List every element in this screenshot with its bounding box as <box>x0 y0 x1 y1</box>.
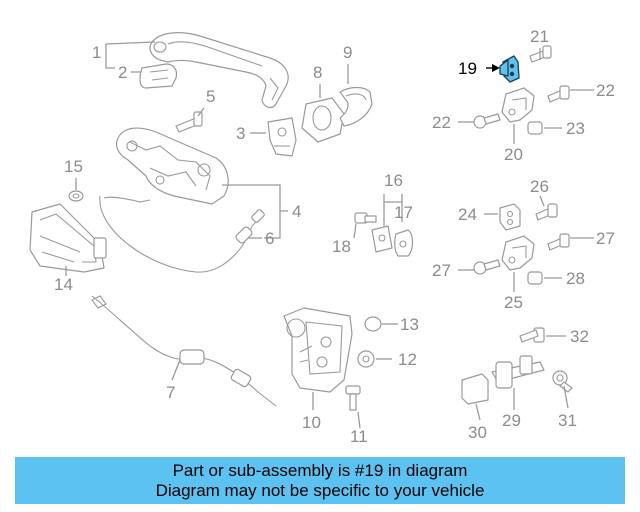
callout-30: 30 <box>468 423 487 442</box>
callout-28: 28 <box>566 269 585 288</box>
callout-22-right: 22 <box>596 81 615 100</box>
callout-15: 15 <box>64 157 83 176</box>
part-25-hinge <box>501 235 535 271</box>
callout-6: 6 <box>265 229 274 248</box>
parts-diagram: 1 2 3 4 5 6 7 8 9 10 11 12 13 14 15 16 1… <box>29 27 615 446</box>
callout-17: 17 <box>394 203 413 222</box>
callout-19-arrow <box>492 64 500 72</box>
callout-22-left: 22 <box>432 113 451 132</box>
leader-lines <box>65 41 594 429</box>
callout-32: 32 <box>570 327 589 346</box>
part-19-hinge-bracket <box>499 55 520 83</box>
part-32-bolt <box>519 327 545 343</box>
callout-26: 26 <box>530 177 549 196</box>
callout-20: 20 <box>504 145 523 164</box>
callout-29: 29 <box>502 411 521 430</box>
part-10-latch <box>283 307 353 393</box>
callout-10: 10 <box>302 413 321 432</box>
callout-23: 23 <box>566 119 585 138</box>
callout-14: 14 <box>54 275 73 294</box>
part-9-cover <box>339 86 373 127</box>
part-8-cap <box>301 97 345 143</box>
part-12-nut <box>357 350 375 368</box>
part-5-screw <box>175 111 203 133</box>
part-31-bolt <box>552 370 573 393</box>
part-29-check-strap <box>491 355 545 389</box>
part-23-bushing <box>527 121 543 135</box>
info-banner: Part or sub-assembly is #19 in diagram D… <box>15 457 625 504</box>
callout-4: 4 <box>292 202 301 221</box>
callout-1: 1 <box>92 43 101 62</box>
callout-19: 19 <box>458 59 477 78</box>
part-30-pad <box>461 373 489 405</box>
callout-31: 31 <box>558 411 577 430</box>
part-28-bushing <box>527 271 543 285</box>
callout-24: 24 <box>458 205 477 224</box>
callout-21: 21 <box>530 27 549 46</box>
part-22-bolt-right <box>547 85 570 103</box>
part-26-bolt <box>535 203 558 221</box>
callout-11: 11 <box>350 427 368 446</box>
callout-27-right: 27 <box>596 229 615 248</box>
callout-3: 3 <box>236 124 245 143</box>
part-7-cable <box>91 295 277 407</box>
callout-9: 9 <box>343 43 352 62</box>
callout-25: 25 <box>504 293 523 312</box>
callout-16: 16 <box>384 171 403 190</box>
callout-2: 2 <box>118 63 127 82</box>
callout-7: 7 <box>166 383 175 402</box>
callout-27-left: 27 <box>432 261 451 280</box>
part-4-handle-frame <box>115 127 229 205</box>
part-3-bracket <box>267 117 297 157</box>
part-2-handle-pad <box>139 63 178 89</box>
part-18-screw <box>354 212 377 224</box>
callout-18: 18 <box>332 237 351 256</box>
part-15-grommet <box>68 190 84 202</box>
part-13-grommet <box>364 316 382 332</box>
callout-labels: 1 2 3 4 5 6 7 8 9 10 11 12 13 14 15 16 1… <box>54 27 615 446</box>
part-27-bolt-right <box>547 233 570 251</box>
callout-8: 8 <box>313 63 322 82</box>
part-14-inner-handle <box>29 203 107 273</box>
part-16-bracket <box>371 225 393 253</box>
part-1-outer-handle <box>149 32 289 109</box>
part-27-bolt-left <box>473 259 501 275</box>
part-24-bracket <box>499 203 521 231</box>
part-11-screw <box>345 385 361 411</box>
banner-line-2: Diagram may not be specific to your vehi… <box>155 481 485 500</box>
part-17-plate <box>394 229 414 257</box>
part-20-hinge <box>501 87 535 123</box>
banner-line-1: Part or sub-assembly is #19 in diagram <box>172 461 468 480</box>
part-22-bolt-left <box>473 113 501 129</box>
callout-5: 5 <box>206 87 215 106</box>
callout-13: 13 <box>400 315 419 334</box>
part-21-bolt <box>529 45 552 63</box>
callout-12: 12 <box>398 350 417 369</box>
part-6-cable <box>99 195 265 273</box>
